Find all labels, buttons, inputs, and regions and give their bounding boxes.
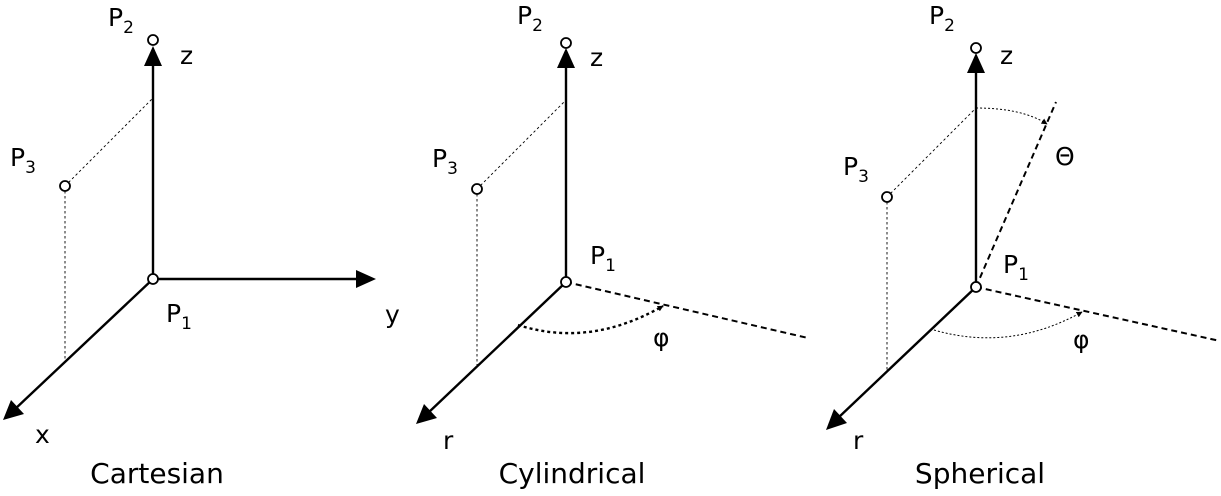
- theta-angle-arc: [975, 107, 1048, 125]
- p3-label: P3: [10, 143, 36, 178]
- theta-label: Θ: [1055, 142, 1075, 171]
- r-axis-arrowhead: [416, 404, 437, 424]
- p3-label: P3: [843, 152, 869, 187]
- spherical-panel: P2 z Θ P3 P1 φ r Spherical: [826, 1, 1221, 490]
- phi-angle-arc: [517, 304, 664, 335]
- p2-label: P2: [108, 3, 134, 38]
- panel-title-spherical: Spherical: [915, 457, 1045, 490]
- theta-reference-line: [975, 101, 1057, 288]
- point-p2: [147, 34, 159, 46]
- z-axis-arrowhead: [144, 46, 162, 66]
- p2-label: P2: [929, 1, 955, 36]
- p3-to-z-guide: [476, 99, 567, 190]
- x-axis-line: [13, 278, 154, 411]
- r-axis-label: r: [443, 426, 454, 455]
- z-axis-label: z: [180, 41, 193, 70]
- p2-label: P2: [517, 1, 543, 36]
- cylindrical-panel: P2 z P3 P1 φ r Cylindrical: [416, 1, 809, 490]
- y-axis-label: y: [385, 300, 400, 329]
- point-p3: [59, 180, 71, 192]
- z-axis-arrowhead: [557, 48, 575, 68]
- x-axis-arrowhead: [3, 400, 24, 420]
- x-axis-label: x: [35, 420, 50, 449]
- z-axis-label: z: [1000, 41, 1013, 70]
- p1-label: P1: [166, 299, 192, 334]
- cartesian-panel: P2 z P3 P1 y x Cartesian: [3, 3, 400, 490]
- z-axis-arrowhead: [967, 53, 985, 73]
- point-p1: [147, 273, 159, 285]
- panel-title-cartesian: Cartesian: [90, 457, 224, 490]
- point-p3: [881, 191, 893, 203]
- point-p1: [560, 276, 572, 288]
- p3-to-z-guide: [886, 107, 977, 198]
- point-p2: [970, 42, 982, 54]
- p1-label: P1: [1003, 250, 1029, 285]
- phi-label: φ: [1073, 325, 1090, 354]
- r-axis-arrowhead: [826, 409, 847, 430]
- p3-to-z-guide: [64, 97, 154, 187]
- y-axis-arrowhead: [356, 270, 376, 288]
- point-p2: [560, 37, 572, 49]
- panel-title-cylindrical: Cylindrical: [499, 457, 646, 490]
- r-axis-label: r: [853, 426, 864, 455]
- phi-reference-line: [565, 281, 809, 339]
- phi-reference-line: [975, 286, 1221, 342]
- point-p3: [471, 183, 483, 195]
- p3-label: P3: [432, 144, 458, 179]
- r-axis-line: [427, 281, 567, 414]
- point-p1: [970, 281, 982, 293]
- phi-label: φ: [653, 323, 670, 352]
- z-axis-label: z: [590, 43, 603, 72]
- phi-angle-arc: [933, 311, 1083, 339]
- r-axis-line: [837, 286, 977, 419]
- p1-label: P1: [590, 241, 616, 276]
